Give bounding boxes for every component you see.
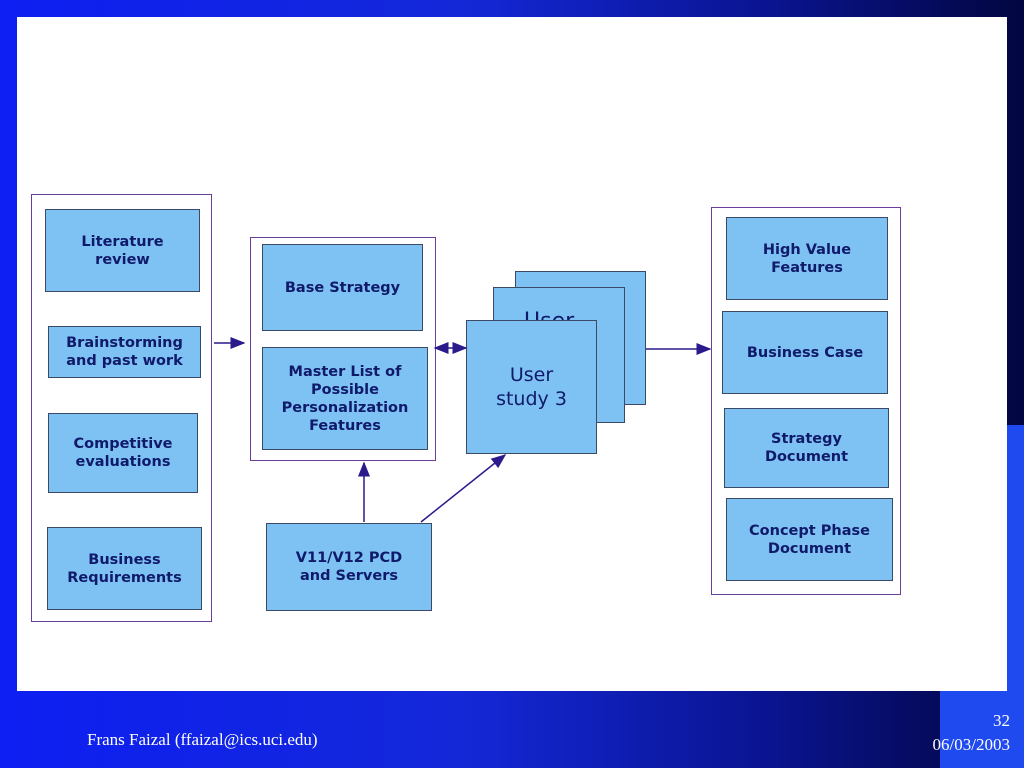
high-value-features-box: High Value Features xyxy=(726,217,888,300)
master-list-box: Master List of Possible Personalization … xyxy=(262,347,428,450)
connector-arrows xyxy=(214,337,712,523)
strategy-document-box: Strategy Document xyxy=(724,408,889,488)
pcd-servers-box: V11/V12 PCD and Servers xyxy=(266,523,432,611)
base-strategy-box: Base Strategy xyxy=(262,244,423,331)
business-case-box: Business Case xyxy=(722,311,888,394)
business-requirements-box: Business Requirements xyxy=(47,527,202,610)
brainstorming-box: Brainstorming and past work xyxy=(48,326,201,378)
arrow-source-to-user-study xyxy=(420,454,507,523)
user-study-3-box: User study 3 xyxy=(466,320,597,454)
slide-canvas: Literature review Brainstorming and past… xyxy=(17,17,1007,691)
page-number: 32 xyxy=(993,711,1010,730)
footer-date: 06/03/2003 xyxy=(932,735,1010,754)
literature-review-box: Literature review xyxy=(45,209,200,292)
competitive-evaluations-box: Competitive evaluations xyxy=(48,413,198,493)
concept-phase-document-box: Concept Phase Document xyxy=(726,498,893,581)
footer-author: Frans Faizal (ffaizal@ics.uci.edu) xyxy=(87,730,318,749)
